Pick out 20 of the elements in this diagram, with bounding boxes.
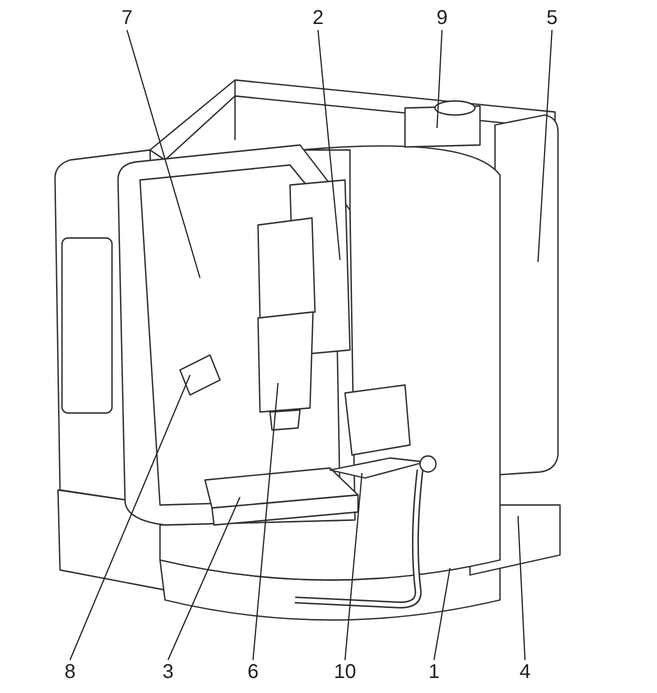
- leader-line: [167, 496, 241, 660]
- leader-line: [126, 30, 201, 278]
- callout-number: 6: [239, 660, 267, 684]
- leader-line: [433, 568, 451, 660]
- callout-number: 10: [331, 660, 359, 684]
- callout-number: 8: [56, 660, 84, 684]
- leader-line: [317, 30, 341, 260]
- callout-number: 3: [154, 660, 182, 684]
- leader-line: [69, 374, 191, 660]
- leader-line: [537, 30, 553, 262]
- callout-number: 7: [113, 6, 141, 30]
- callout-number: 1: [420, 660, 448, 684]
- leader-line: [344, 472, 363, 660]
- callout-number: 9: [428, 6, 456, 30]
- leader-line: [517, 516, 526, 660]
- callout-number: 4: [511, 660, 539, 684]
- leader-line: [252, 382, 279, 660]
- callout-number: 2: [304, 6, 332, 30]
- leader-line: [436, 30, 443, 128]
- callout-number: 5: [538, 6, 566, 30]
